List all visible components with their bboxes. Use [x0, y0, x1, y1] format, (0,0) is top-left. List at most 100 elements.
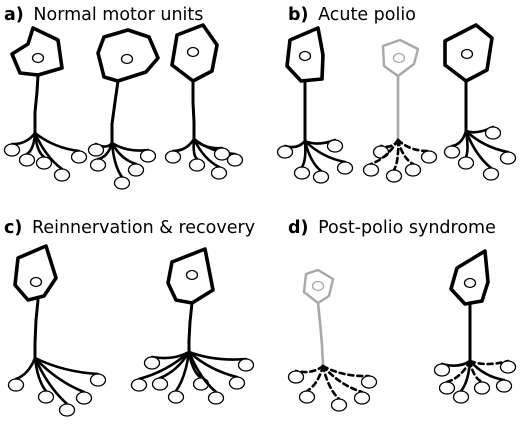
muscle-fiber: [473, 381, 491, 395]
nucleus-circle: [460, 48, 474, 60]
detached-branch: [468, 359, 484, 384]
muscle-fiber: [298, 390, 316, 404]
nerve-branch: [137, 350, 191, 381]
muscle-fiber: [360, 375, 378, 389]
panel-d-label: d) Post-polio syndrome: [288, 218, 496, 238]
panel-a-letter: a): [4, 5, 24, 25]
muscle-fiber: [213, 147, 231, 161]
nerve-branch: [450, 129, 468, 148]
neuron-axon: [191, 79, 196, 141]
nerve-branch: [110, 141, 138, 166]
detached-branch: [396, 138, 431, 153]
muscle-fiber: [37, 390, 55, 404]
neuron-nucleus: [463, 277, 477, 289]
neuron-branches-partially-detached: [433, 359, 517, 404]
muscle-fiber: [237, 358, 255, 372]
muscle-fiber: [127, 163, 145, 177]
neuron-soma: [13, 244, 58, 302]
muscle-fiber: [495, 379, 513, 393]
axon-line: [316, 301, 325, 368]
panel-a-neuron-3: [164, 23, 244, 180]
muscle-fiber: [210, 166, 228, 180]
muscle-fiber: [499, 360, 517, 374]
muscle-fiber: [167, 390, 185, 404]
muscle-fiber: [404, 163, 422, 177]
detached-branch: [321, 364, 341, 401]
muscle-fiber: [113, 176, 131, 190]
nucleus-circle: [311, 280, 325, 292]
muscle-fiber: [228, 376, 246, 390]
nucleus-circle: [185, 269, 199, 281]
nerve-branch: [33, 131, 81, 153]
panel-a-neuron-1: [3, 26, 88, 182]
neuron-soma: [10, 26, 64, 77]
soma-outline: [10, 26, 64, 77]
nerve-branch: [464, 129, 510, 154]
neuron-soma: [449, 249, 490, 306]
neuron-nucleus: [186, 46, 200, 58]
axon-line: [33, 73, 40, 135]
muscle-fiber: [188, 158, 206, 172]
axon-line: [191, 79, 196, 141]
panel-d-neuron-2-degenerating: [433, 249, 517, 404]
muscle-fiber: [287, 370, 305, 384]
muscle-fiber: [330, 398, 348, 412]
neuron-branches: [443, 125, 517, 181]
panel-c-neuron-1: [7, 244, 107, 417]
neuron-axon: [33, 73, 40, 135]
muscle-fiber: [89, 158, 107, 172]
nerve-branch: [33, 356, 69, 406]
nerve-branch: [464, 129, 493, 170]
panel-c-letter: c): [4, 218, 22, 238]
neuron-branches: [87, 141, 157, 190]
nerve-branch: [33, 131, 64, 171]
nerve-branch: [110, 141, 124, 179]
muscle-fiber: [452, 390, 470, 404]
muscle-fiber: [87, 143, 105, 157]
panel-d-neuron-1-affected: [287, 268, 378, 412]
nerve-branch: [33, 356, 100, 376]
panel-d-title: Post-polio syndrome: [318, 218, 496, 238]
panel-b-neuron-1: [276, 26, 354, 184]
neuron-nucleus: [31, 52, 45, 64]
muscle-fiber: [207, 391, 225, 405]
muscle-fiber: [457, 156, 475, 170]
neuron-branches-expanded: [130, 350, 255, 405]
detached-branch: [369, 138, 400, 166]
panel-c-neuron-2-enlarged: [130, 247, 255, 405]
muscle-fiber: [433, 363, 451, 377]
panel-b-letter: b): [288, 5, 309, 25]
muscle-fiber: [18, 153, 36, 167]
panel-d-letter: d): [288, 218, 309, 238]
muscle-fiber: [164, 150, 182, 164]
nerve-branch: [187, 350, 239, 379]
nerve-branch: [192, 137, 221, 169]
neuron-nucleus: [29, 276, 43, 288]
muscle-fiber: [7, 378, 25, 392]
muscle-fiber: [75, 391, 93, 405]
panel-c-label: c) Reinnervation & recovery: [4, 218, 255, 238]
detached-nerve-branches: [287, 364, 378, 412]
muscle-fiber: [362, 163, 380, 177]
neuron-branches: [276, 138, 354, 184]
muscle-fiber: [336, 161, 354, 175]
muscle-fiber: [53, 168, 71, 182]
detached-branch: [294, 364, 325, 374]
muscle-fiber: [130, 378, 148, 392]
nerve-branch: [303, 139, 347, 164]
panel-b-neuron-2-affected: [362, 38, 438, 183]
nerve-branch: [174, 350, 191, 393]
panel-c-title: Reinnervation & recovery: [32, 218, 255, 238]
nerve-branch: [14, 356, 37, 381]
muscle-fiber: [443, 145, 461, 159]
axon-line: [33, 298, 40, 360]
muscle-fiber: [312, 170, 330, 184]
nucleus-circle: [392, 52, 406, 64]
muscle-fiber: [3, 143, 21, 157]
muscle-fiber: [70, 150, 88, 164]
nerve-branch: [10, 131, 37, 146]
muscle-fiber: [276, 145, 294, 159]
muscle-fiber: [499, 151, 517, 165]
nucleus-circle: [29, 276, 43, 288]
